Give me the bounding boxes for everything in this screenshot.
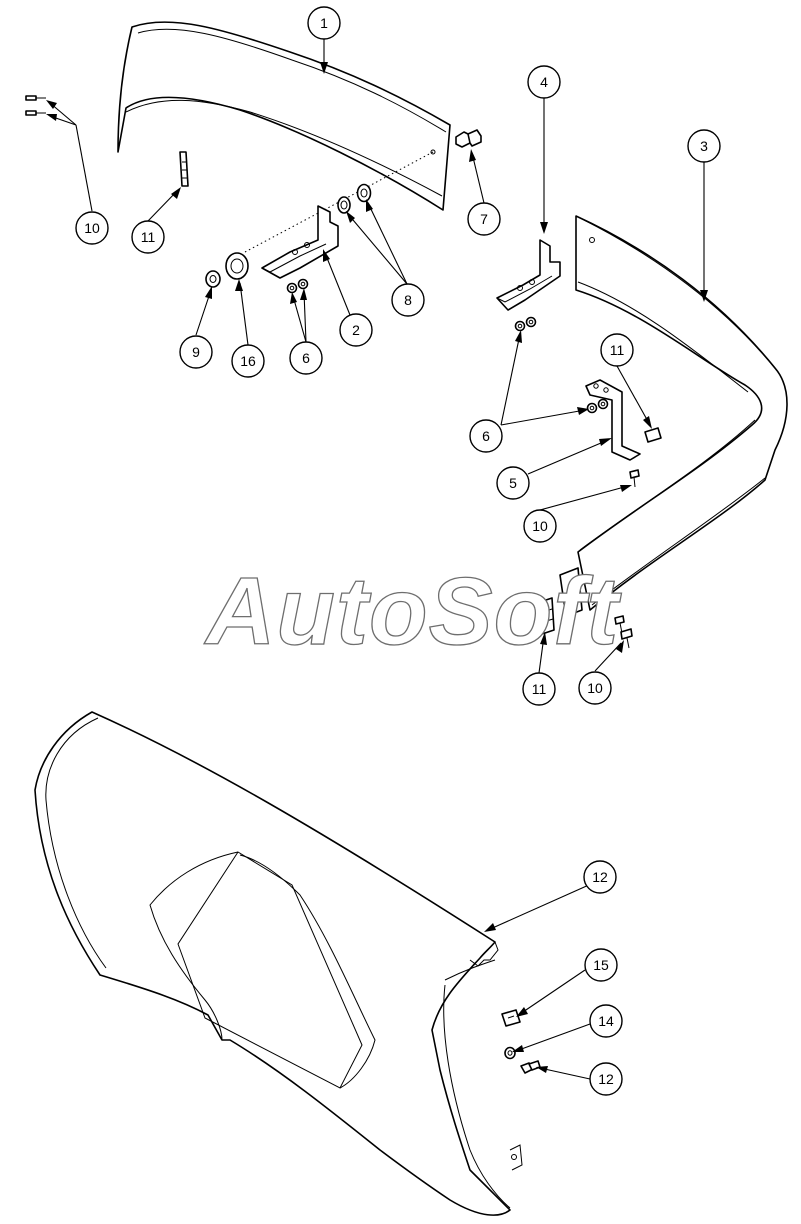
part-7-bolt bbox=[455, 129, 482, 148]
callout-5-label: 5 bbox=[509, 475, 517, 491]
part-6-nuts-left bbox=[286, 278, 309, 294]
callout-6-left: 6 bbox=[289, 341, 323, 375]
part-12-lower-cover bbox=[34, 711, 523, 1216]
callout-9-label: 9 bbox=[192, 344, 200, 360]
callout-1-label: 1 bbox=[320, 15, 328, 31]
callout-12-upper-label: 12 bbox=[592, 869, 608, 885]
part-5-bracket bbox=[585, 379, 641, 461]
callout-11-lower-label: 11 bbox=[532, 681, 547, 697]
callout-2: 2 bbox=[339, 313, 373, 347]
callout-1: 1 bbox=[307, 6, 341, 40]
part-10-screw-right bbox=[629, 469, 640, 488]
callout-10-top-left: 10 bbox=[75, 211, 109, 245]
part-15-clip bbox=[501, 1009, 521, 1027]
callout-16: 16 bbox=[231, 344, 265, 378]
part-11-clip-lower bbox=[539, 567, 583, 635]
callout-3: 3 bbox=[687, 129, 721, 163]
callout-14: 14 bbox=[589, 1004, 623, 1038]
part-1-upper-panel bbox=[117, 21, 451, 211]
callout-4-label: 4 bbox=[540, 74, 548, 90]
part-4-bracket bbox=[496, 239, 561, 311]
callout-12-upper: 12 bbox=[583, 860, 617, 894]
callout-15: 15 bbox=[584, 948, 618, 982]
callout-10-right: 10 bbox=[523, 509, 557, 543]
part-9-nut bbox=[205, 270, 221, 288]
arrow-heads bbox=[46, 62, 708, 1073]
part-2-bracket bbox=[261, 205, 339, 279]
callout-4: 4 bbox=[527, 65, 561, 99]
callout-11-right-label: 11 bbox=[610, 342, 625, 358]
callout-11-right: 11 bbox=[600, 333, 634, 367]
part-11-clip-right bbox=[644, 427, 662, 443]
part-16-washer bbox=[225, 252, 249, 280]
callout-12-lower: 12 bbox=[589, 1062, 623, 1096]
part-14-washer bbox=[504, 1046, 516, 1060]
part-6-nuts-right-upper bbox=[514, 316, 537, 332]
part-11-clip-left bbox=[179, 151, 189, 187]
callout-10-lower-label: 10 bbox=[587, 680, 603, 696]
callout-6-left-label: 6 bbox=[302, 350, 310, 366]
callout-12-lower-label: 12 bbox=[598, 1071, 614, 1087]
callout-6-right-label: 6 bbox=[482, 428, 490, 444]
callout-7: 7 bbox=[467, 202, 501, 236]
callout-11-left: 11 bbox=[131, 220, 165, 254]
part-8-washers bbox=[337, 183, 372, 214]
callout-8: 8 bbox=[391, 283, 425, 317]
callout-14-label: 14 bbox=[598, 1013, 614, 1029]
callout-11-left-label: 11 bbox=[141, 229, 156, 245]
callout-6-right: 6 bbox=[469, 419, 503, 453]
callout-7-label: 7 bbox=[480, 211, 488, 227]
callout-5: 5 bbox=[496, 466, 530, 500]
part-6-nuts-right-lower bbox=[586, 398, 609, 414]
leader-lines bbox=[49, 39, 705, 1080]
watermark-text: AutoSoft bbox=[204, 558, 622, 665]
callout-11-lower: 11 bbox=[522, 672, 556, 706]
callout-10-right-label: 10 bbox=[532, 518, 548, 534]
callout-9: 9 bbox=[179, 335, 213, 369]
callout-10-top-left-label: 10 bbox=[84, 220, 100, 236]
callout-15-label: 15 bbox=[593, 957, 609, 973]
callout-3-label: 3 bbox=[700, 138, 708, 154]
part-10-screws-left bbox=[25, 95, 46, 116]
callout-2-label: 2 bbox=[352, 322, 360, 338]
callout-8-label: 8 bbox=[404, 292, 412, 308]
callout-10-lower: 10 bbox=[578, 671, 612, 705]
callout-16-label: 16 bbox=[240, 353, 256, 369]
part-3-side-panel bbox=[575, 215, 788, 611]
part-10-screws-lower bbox=[614, 615, 633, 649]
